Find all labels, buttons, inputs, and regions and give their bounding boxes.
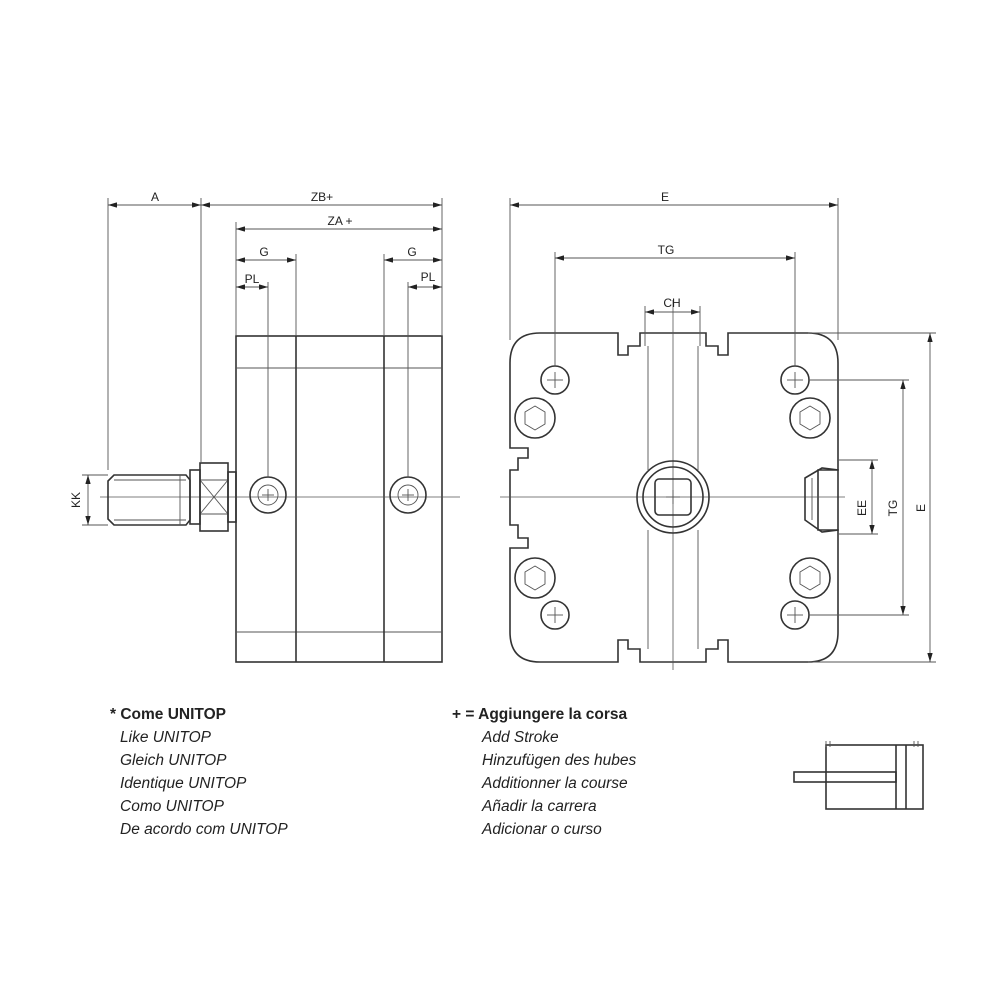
note-line: Gleich UNITOP	[120, 752, 227, 769]
port-right	[389, 476, 427, 514]
front-view: E TG CH E TG EE	[500, 190, 936, 670]
dim-label-ee: EE	[855, 500, 869, 516]
dim-label-zb: ZB+	[311, 190, 333, 204]
notes-unitop-title: * Come UNITOP	[110, 706, 226, 723]
side-view: A ZB+ ZA + G G PL PL KK	[69, 190, 460, 663]
piston-rod	[107, 474, 191, 526]
dim-label-za: ZA +	[327, 214, 352, 228]
notes-stroke: + = Aggiungere la corsa Add Stroke Hinzu…	[452, 703, 636, 841]
note-line: Like UNITOP	[120, 729, 212, 746]
note-line: Como UNITOP	[120, 798, 224, 815]
note-line: Adicionar o curso	[482, 821, 602, 838]
dim-label-e-vertical: E	[914, 504, 928, 512]
port-left	[249, 476, 287, 514]
dim-label-ch: CH	[663, 296, 680, 310]
note-line: De acordo com UNITOP	[120, 821, 288, 838]
piston-rod-end	[636, 460, 710, 534]
cylinder-body	[235, 335, 443, 663]
dim-label-pl-left: PL	[245, 272, 260, 286]
dim-label-g-left: G	[259, 245, 268, 259]
note-line: Additionner la course	[482, 775, 628, 792]
dim-label-pl-right: PL	[421, 270, 436, 284]
dim-label-a: A	[151, 190, 159, 204]
dim-label-kk: KK	[69, 492, 83, 508]
dim-label-tg-vertical: TG	[886, 500, 900, 517]
hex-screws	[514, 397, 831, 599]
note-line: Hinzufügen des hubes	[482, 752, 637, 769]
cylinder-symbol-icon	[793, 741, 924, 810]
notes-unitop: * Come UNITOP Like UNITOP Gleich UNITOP …	[110, 703, 288, 841]
note-line: Añadir la carrera	[482, 798, 597, 815]
cylinder-square-body	[509, 332, 839, 663]
note-line: Add Stroke	[482, 729, 559, 746]
dim-label-tg: TG	[658, 243, 675, 257]
rod-nut	[189, 462, 237, 532]
dim-label-g-right: G	[407, 245, 416, 259]
note-line: Identique UNITOP	[120, 775, 247, 792]
dim-label-e: E	[661, 190, 669, 204]
notes-stroke-title: + = Aggiungere la corsa	[452, 706, 628, 723]
side-port	[804, 467, 839, 533]
mounting-holes	[540, 365, 810, 630]
